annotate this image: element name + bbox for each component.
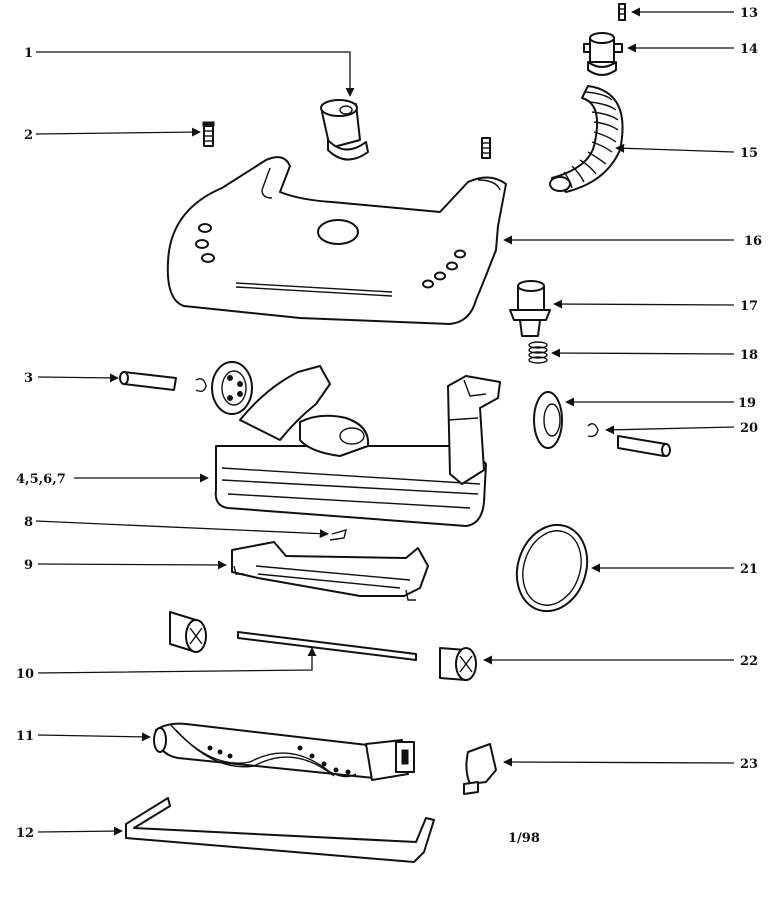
- axle-left-part: [119, 371, 177, 391]
- hood-cover-part: [166, 156, 507, 325]
- label-19: 19: [738, 396, 756, 411]
- pin-part: [618, 3, 626, 21]
- bracket-part: [463, 743, 497, 795]
- hose-connector-part: [583, 32, 623, 76]
- label-21: 21: [740, 562, 758, 577]
- bumper-bar-part: [125, 797, 435, 863]
- part-labels: 1 2 3 4,5,6,7 8 9 10 11 12 13 14 15 16 1…: [16, 6, 762, 846]
- wheel-right-part: [533, 391, 563, 449]
- label-4-7: 4,5,6,7: [16, 472, 66, 487]
- label-8: 8: [24, 515, 33, 530]
- spring-part: [528, 341, 548, 364]
- label-17: 17: [740, 299, 758, 314]
- label-14: 14: [740, 42, 758, 57]
- label-12: 12: [16, 826, 34, 841]
- neck-connector-part: [320, 99, 369, 161]
- label-23: 23: [740, 757, 758, 772]
- label-20: 20: [740, 421, 758, 436]
- label-3: 3: [24, 371, 33, 386]
- clip-left-part: [195, 378, 207, 393]
- end-cap-right-part: [439, 647, 477, 681]
- shaft-part: [237, 631, 417, 661]
- label-16: 16: [744, 234, 762, 249]
- small-clip-part: [329, 528, 347, 541]
- label-15: 15: [740, 146, 758, 161]
- label-1: 1: [24, 46, 33, 61]
- axle-right-part: [617, 435, 671, 457]
- label-11: 11: [16, 729, 34, 744]
- brush-roll-part: [153, 722, 415, 781]
- label-10: 10: [16, 667, 34, 682]
- bottom-plate-part: [231, 541, 429, 601]
- date-note: 1/98: [508, 831, 540, 846]
- clip-right-part: [587, 423, 599, 438]
- screw-part-2: [481, 137, 491, 159]
- label-9: 9: [24, 558, 33, 573]
- label-2: 2: [24, 128, 33, 143]
- label-22: 22: [740, 654, 758, 669]
- hose-part: [549, 85, 624, 193]
- end-cap-left-part: [169, 611, 207, 653]
- label-18: 18: [740, 348, 758, 363]
- leader-lines: [35, 7, 735, 836]
- belt-part: [515, 523, 589, 613]
- label-13: 13: [740, 6, 758, 21]
- wheel-left-part: [211, 361, 253, 415]
- valve-part: [509, 280, 551, 337]
- base-assembly-part: [214, 365, 501, 527]
- screw-part: [202, 121, 215, 147]
